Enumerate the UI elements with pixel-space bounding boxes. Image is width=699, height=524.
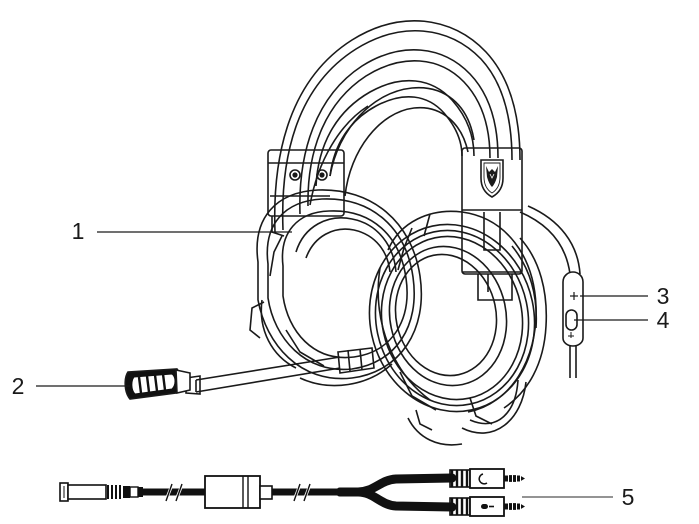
callout-4: 4 [574,307,670,333]
inline-adapter-box [204,475,273,509]
mic-joint [337,347,375,374]
callout-4-number: 4 [657,307,670,333]
right-earcup [368,210,548,425]
microphone-plug-3p5mm [449,496,525,517]
callout-5: 5 [522,484,634,510]
shield-wolf-logo [480,159,504,198]
headband-slider-left [267,149,345,237]
callout-1-number: 1 [72,218,85,244]
callout-2-number: 2 [12,373,25,399]
y-split-junction [335,473,457,512]
callout-5-number: 5 [622,484,635,510]
callout-1: 1 [72,218,292,244]
microphone-icon [481,504,494,509]
callout-2: 2 [12,373,130,399]
callout-3: 3 [580,283,669,309]
left-earcup [249,189,423,387]
inline-microphone-hole[interactable] [565,309,578,338]
volume-control[interactable] [570,292,578,300]
callout-3-number: 3 [657,283,670,309]
headband [273,20,521,233]
ear-cushion [295,217,397,273]
headset-cable [407,205,581,446]
female-jack-connector [59,482,143,502]
inline-remote-control [562,271,584,347]
audio-plug-3p5mm [449,468,525,489]
boom-microphone [124,347,375,400]
headphone-icon [478,473,488,485]
audio-splitter-cable [59,468,525,517]
microphone-grille [124,368,191,400]
